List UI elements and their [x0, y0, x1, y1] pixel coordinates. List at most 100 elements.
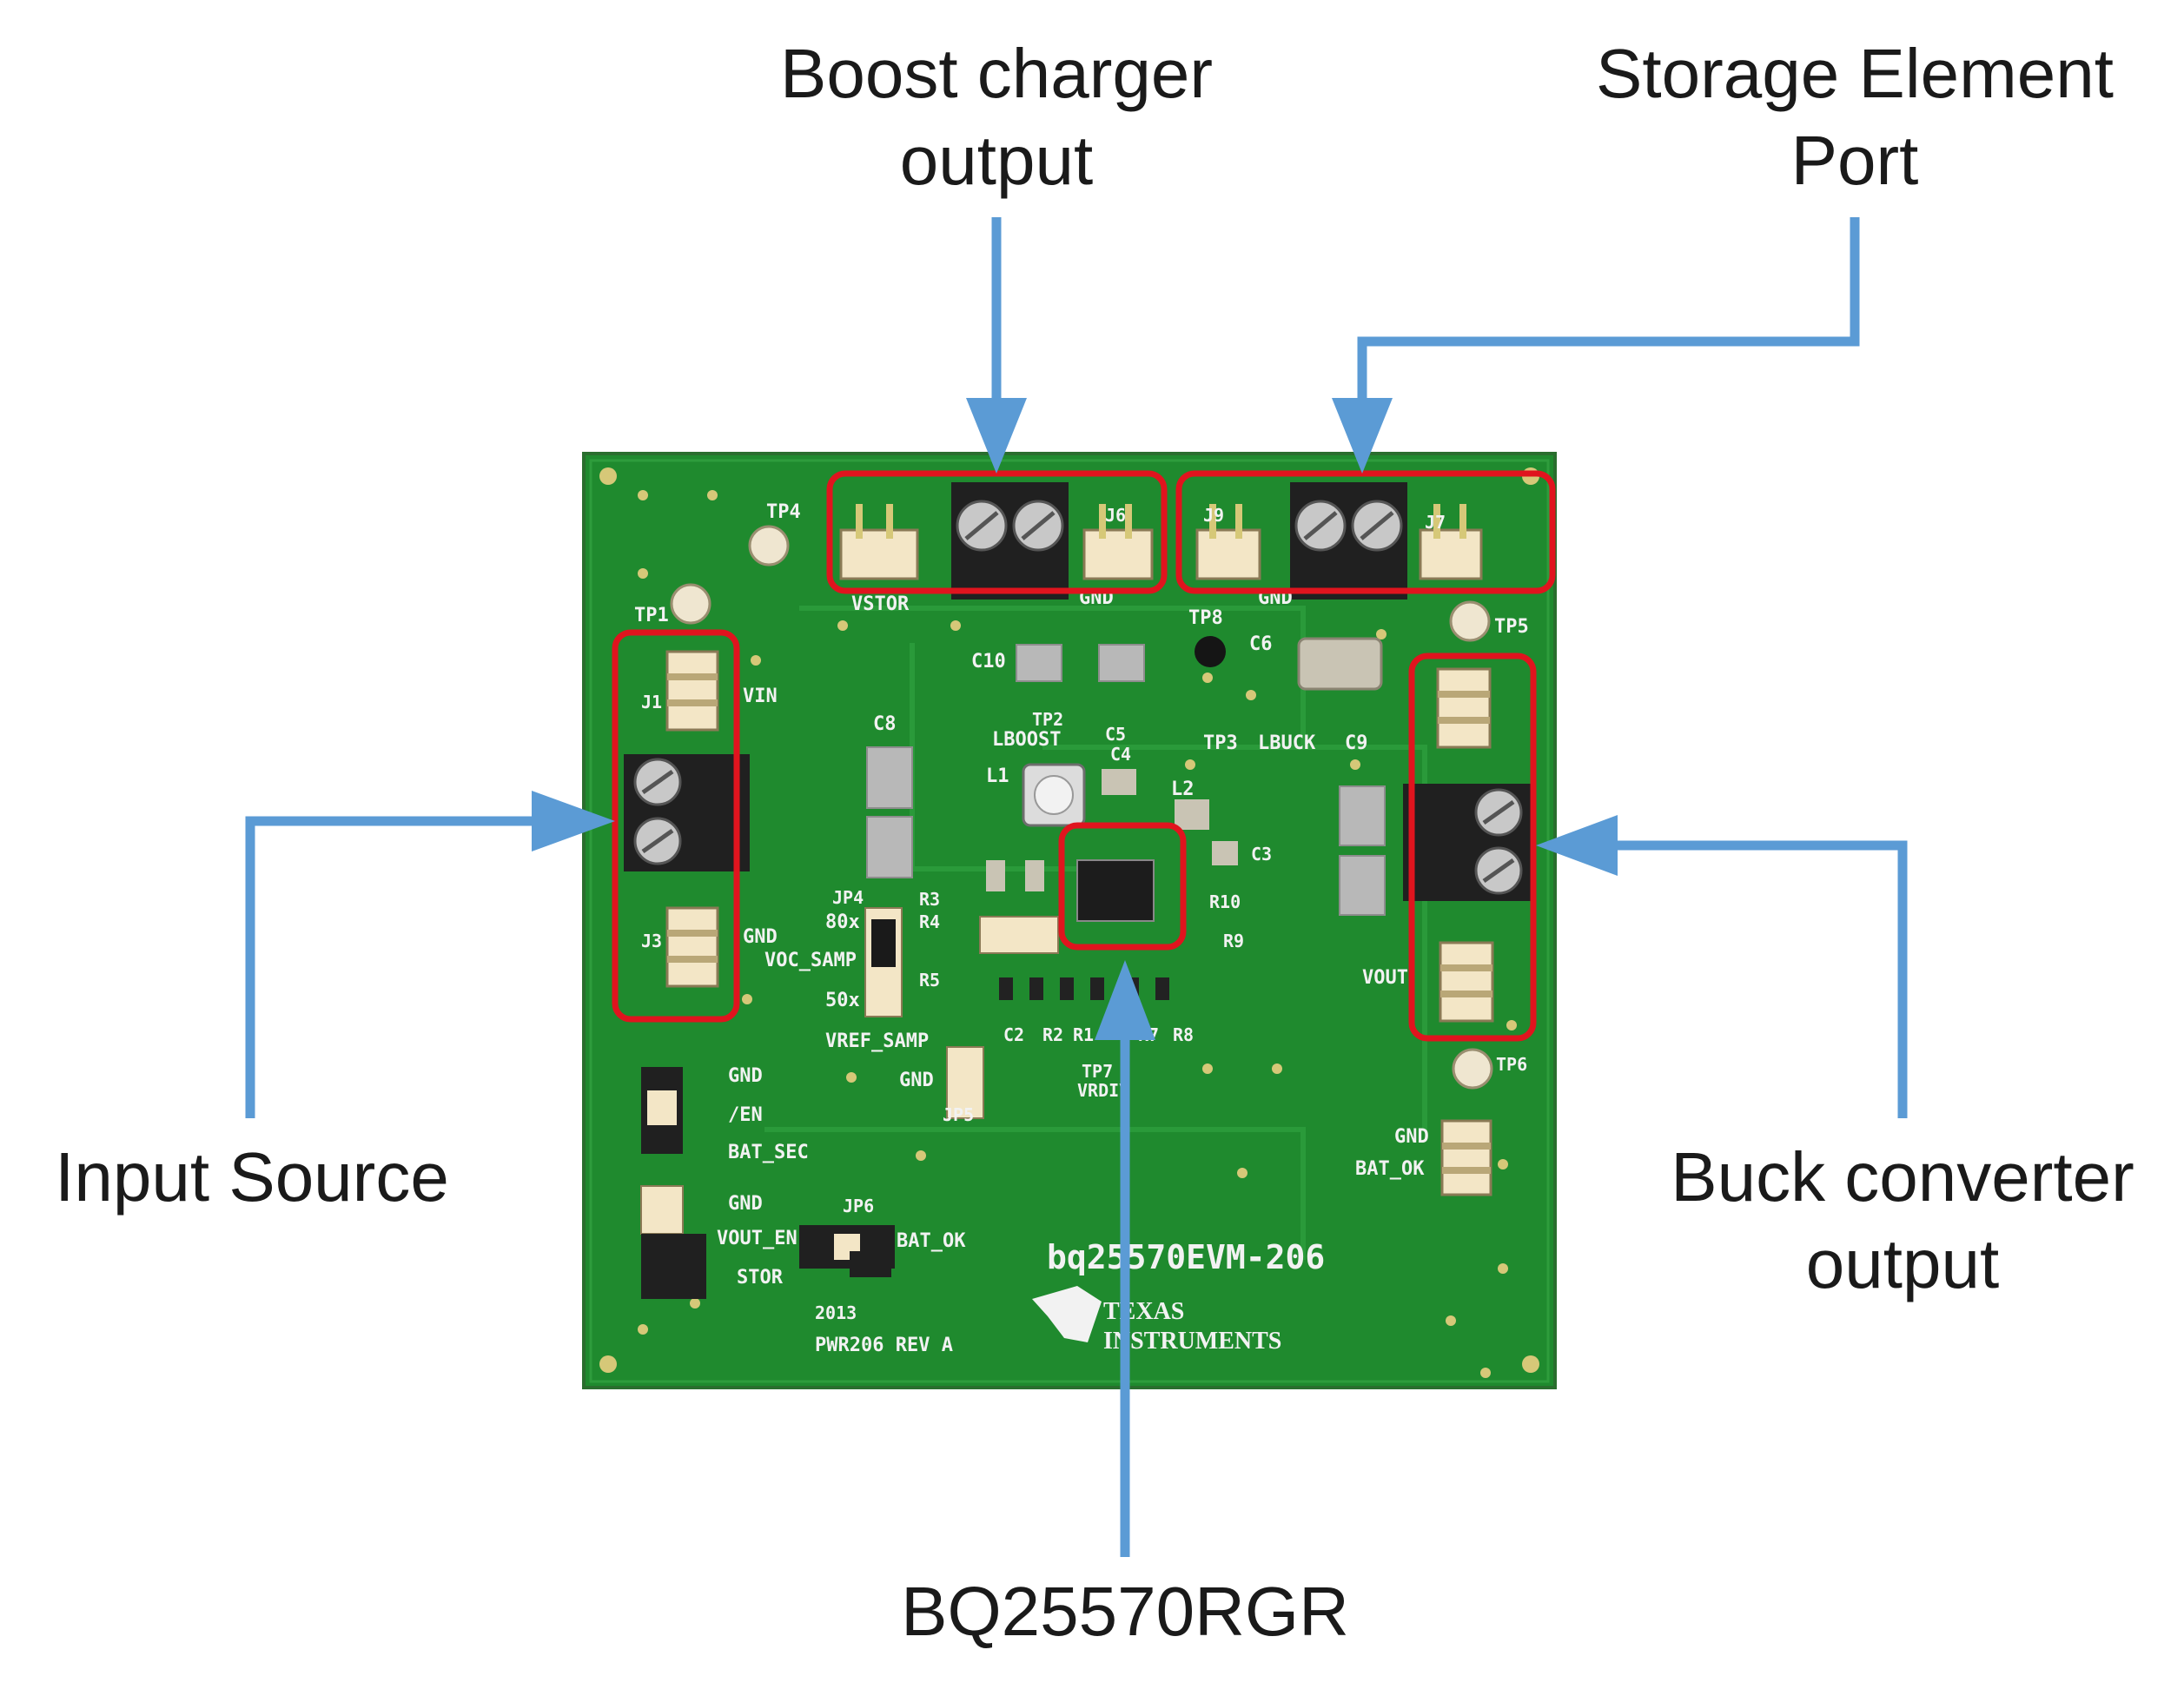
en-label: /EN: [728, 1104, 763, 1126]
tp7-label: TP7: [1082, 1061, 1113, 1082]
c4-label: C4: [1110, 744, 1131, 765]
j3-header: [665, 906, 719, 988]
j6-label: J6: [1105, 505, 1126, 526]
bat-sec-label: BAT_SEC: [728, 1142, 809, 1163]
ti-logo-icon: [1032, 1286, 1102, 1342]
x50-label: 50x: [825, 990, 860, 1011]
buck-arrow: [1607, 840, 1908, 1118]
bat-ok-label: BAT_OK: [897, 1230, 966, 1252]
model-label: bq25570EVM-206: [1047, 1238, 1325, 1276]
tp8-label: TP8: [1188, 607, 1223, 629]
tp4-label: TP4: [766, 501, 801, 523]
buck-callout-line1: Buck converter: [1671, 1138, 2134, 1216]
storage-callout-line2: Port: [1790, 122, 1919, 199]
jumpers: [640, 1067, 895, 1299]
j10-header: [1439, 941, 1494, 1023]
boost-arrow-head: [966, 398, 1027, 474]
boost-callout-line2: output: [899, 122, 1094, 199]
r4-label: R4: [919, 911, 940, 932]
j6-terminal-block: [951, 482, 1069, 600]
l2-label: L2: [1171, 779, 1195, 800]
boost-output-highlight: [826, 470, 1168, 594]
input-callout-line1: Input Source: [55, 1138, 449, 1216]
storage-element-callout: Storage Element Port: [1546, 30, 2163, 204]
storage-arrow-head: [1332, 398, 1393, 474]
x80-label: 80x: [825, 911, 860, 933]
r8-label: R8: [1173, 1024, 1194, 1045]
ic-highlight: [1058, 822, 1187, 951]
ic-callout: BQ25570RGR: [860, 1568, 1390, 1655]
r2-label: R2: [1042, 1024, 1063, 1045]
vin-label: VIN: [743, 686, 778, 707]
jp5-label: JP5: [943, 1104, 974, 1125]
r5-label: R5: [919, 970, 940, 991]
vout-label: VOUT: [1362, 967, 1408, 989]
brand-texas: TEXAS: [1103, 1298, 1184, 1325]
buck-converter-callout: Buck converter output: [1633, 1134, 2172, 1308]
l1-label: L1: [986, 765, 1009, 787]
arrow-heads: [532, 398, 1618, 1040]
j3-label: J3: [641, 931, 662, 951]
storage-callout-line1: Storage Element: [1596, 35, 2114, 112]
j11-header: [1440, 1119, 1492, 1196]
r9-label: R9: [1223, 931, 1244, 951]
j9-label: J9: [1203, 505, 1224, 526]
input-arrow-head: [532, 791, 615, 851]
storage-arrow: [1357, 217, 1860, 408]
lboost-label: LBOOST: [992, 729, 1061, 751]
input-terminal-block: [624, 754, 750, 871]
tp1-label: TP1: [634, 605, 669, 626]
input-source-callout: Input Source: [9, 1134, 495, 1221]
c5-label: C5: [1105, 724, 1126, 745]
j6-header-right: [1082, 504, 1154, 580]
boost-charger-callout: Boost charger output: [749, 30, 1244, 204]
year-label: 2013: [815, 1302, 857, 1323]
ic-arrow-head: [1095, 960, 1155, 1040]
r1-label: R1: [1073, 1024, 1094, 1045]
j7-label: J7: [1425, 512, 1446, 533]
input-arrow: [245, 816, 539, 1118]
vstor-label: VSTOR: [851, 593, 910, 615]
buck-arrow-head: [1536, 815, 1618, 876]
r3-label: R3: [919, 889, 940, 910]
tp3-label: TP3: [1203, 732, 1238, 754]
c10-label: C10: [971, 651, 1006, 673]
vout-en-label: VOUT_EN: [717, 1228, 797, 1249]
j7-header: [1419, 504, 1483, 580]
tp5-label: TP5: [1494, 616, 1529, 638]
j1-label: J1: [641, 692, 662, 712]
tp6-label: TP6: [1496, 1054, 1527, 1075]
j1-header: [665, 650, 719, 732]
jp4-label: JP4: [832, 887, 864, 908]
gnd-jp5-label: GND: [899, 1070, 934, 1091]
c9-label: C9: [1345, 732, 1368, 754]
c3-label: C3: [1251, 844, 1272, 865]
lbuck-label: LBUCK: [1258, 732, 1316, 754]
buck-output-highlight: [1408, 653, 1537, 1042]
voc-samp-label: VOC_SAMP: [764, 950, 857, 971]
c8-label: C8: [873, 713, 897, 735]
pcb-board: [582, 452, 1557, 1389]
highlight-boxes: [612, 470, 1556, 1042]
stor-label: STOR: [737, 1267, 784, 1289]
vref-samp-label: VREF_SAMP: [825, 1030, 929, 1052]
tp2-label: TP2: [1032, 709, 1063, 730]
rev-label: PWR206 REV A: [815, 1335, 953, 1356]
silkscreen-labels: TP4 TP1 VSTOR GND J6 J9 J7 GND TP8 TP5 V…: [634, 501, 1529, 1356]
bat-ok-right-label: BAT_OK: [1355, 1158, 1425, 1180]
storage-port-highlight: [1175, 470, 1556, 594]
j6-header-left: [839, 504, 919, 580]
boost-callout-line1: Boost charger: [779, 35, 1214, 112]
output-terminal-block: [1403, 784, 1533, 901]
bq25570-ic: [1076, 859, 1155, 922]
ic-callout-line1: BQ25570RGR: [901, 1573, 1349, 1650]
gnd1-label: GND: [728, 1065, 763, 1087]
test-points: [670, 525, 1493, 1090]
j8-header: [1436, 667, 1492, 749]
c6-label: C6: [1249, 633, 1273, 655]
j7-terminal-block: [1290, 482, 1407, 600]
gnd-left-label: GND: [743, 926, 778, 948]
gnd2-label: GND: [728, 1193, 763, 1215]
r10-label: R10: [1209, 891, 1241, 912]
